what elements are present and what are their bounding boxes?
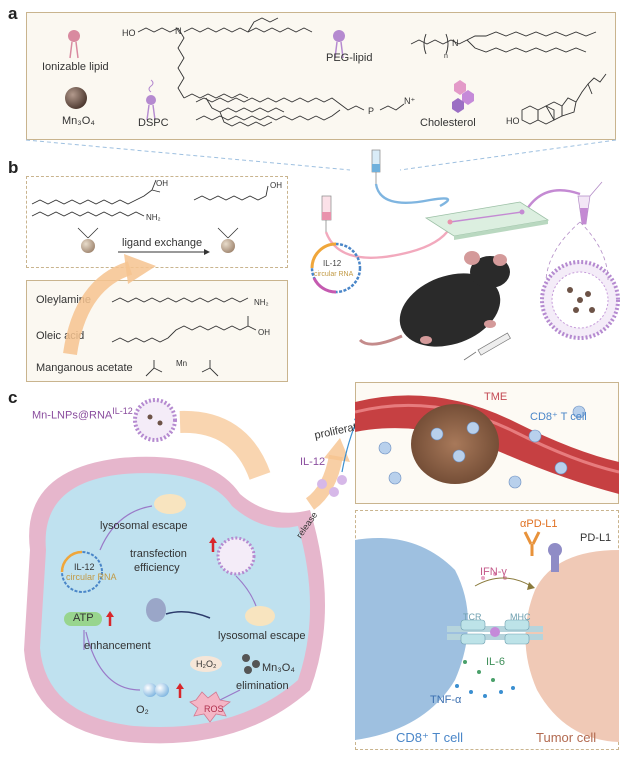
cholesterol-label: Cholesterol [420,117,476,129]
anti-pd-l1-antibody-icon [523,531,541,556]
cd8-tme-label: CD8⁺ T cell [530,411,587,423]
dspc-icon [146,79,156,121]
lnp-large-icon [540,260,620,340]
oh-top: OH [156,179,168,188]
panel-b-orange-arrow [63,254,156,356]
ros-label: ROS [204,704,224,714]
atp-label: ATP [73,612,94,624]
tcr-receptor [460,619,486,645]
pd-l1-receptor-icon [548,543,562,572]
mhc-molecule [504,619,530,645]
mn-lnps-superscript: IL-12 [112,406,133,416]
microfluidic-setup: IL-12 circular RNA [310,149,620,361]
lysosomal-escape-1-label: lysosomal escape [100,520,188,532]
mn-nanoparticle-before [81,239,95,253]
mn-lnps-label: Mn-LNPs@RNAIL-12 [32,406,133,422]
panel-a-label: a [8,4,18,23]
mn3o4-c-label: Mn₃O₄ [262,662,295,674]
nh2-oleylamine: NH₂ [254,298,269,307]
circular-rna-label: circular RNA [314,271,354,278]
lysosomal-escape-2-label: lysosomal escape [218,630,306,642]
oh-oleic: OH [258,328,270,337]
elimination-label: elimination [236,680,289,692]
panel-b-ligand-graphics: OH NH₂ OH [31,179,282,255]
cd8-t-cell-label: CD8⁺ T cell [396,730,464,745]
mhc-label: MHC [510,612,531,622]
tcr-label: TCR [463,612,482,622]
dspc-structure [195,97,405,121]
cholesterol-structure [521,73,607,125]
mn-lnps-text: Mn-LNPs@RNA [32,409,113,422]
n-atom-ionizable: N [175,26,182,36]
il12-label: IL-12 [300,456,326,468]
cell-illustration [24,410,350,744]
peg-repeat-n: n [444,53,448,60]
o2-label: O₂ [136,704,149,716]
lnp-cytoplasm-icon [216,536,256,576]
mn-nanoparticle-after [221,239,235,253]
cytoplasm-circular-rna-icon [60,550,103,593]
peg-lipid-icon [333,30,345,59]
tme-graphics [355,395,619,494]
p-atom: P [368,106,374,116]
oh-peg: OH [270,181,282,190]
panel-c-label: c [8,388,18,407]
il12-release-graphic [317,412,360,497]
peg-lipid-structure [410,31,597,55]
atp-badge [64,612,102,626]
mouse-illustration [358,251,510,347]
microfluidic-chip [424,201,550,240]
syringe-top-icon [371,149,381,184]
ifn-g-label: IFN-γ [480,566,507,578]
panel-b-precursor-graphics: NH₂ OH Mn [111,297,270,377]
ho-cholesterol: HO [506,116,520,126]
tnf-a-label: TNF-α [430,694,462,706]
oleylamine-label: Oleylamine [36,294,92,306]
mn3o4-sphere-icon [65,87,87,109]
ros-burst-icon [189,691,231,723]
ligand-exchange-label: ligand exchange [122,237,203,249]
injection-syringe-icon [463,332,511,361]
n-atom-peg: N [452,38,459,48]
n-plus-atom: N⁺ [404,96,415,106]
collection-tube-icon [577,181,603,225]
immune-synapse-graphics [355,531,619,742]
ionizable-lipid-structure [137,17,313,127]
efficiency-label: efficiency [134,562,180,574]
panel-b-label: b [8,158,19,177]
mn3o4-label: Mn₃O₄ [62,115,95,127]
h2o2-label: H₂O₂ [196,659,217,669]
ionizable-lipid-label: Ionizable lipid [42,61,109,73]
enhancement-label: enhancement [84,640,151,652]
il6-label: IL-6 [486,656,505,668]
tumor-mass [411,404,499,484]
pd-l1-label: PD-L1 [580,532,612,544]
syringe-left-icon [321,195,332,232]
tme-label: TME [484,391,508,403]
manganous-acetate-label: Manganous acetate [36,362,133,374]
il12-circular-rna-icon [310,242,362,294]
cholesterol-icon [452,80,474,113]
panel-a-connectors [25,139,617,171]
peg-lipid-label: PEG-lipid [326,52,373,64]
panel-a-graphics: HO N N n P N⁺ [65,17,607,127]
il12-circular-label: IL-12 [74,562,95,572]
tumor-cell-body [525,550,619,742]
nh2-top: NH₂ [146,213,161,222]
ionizable-lipid-icon [68,30,80,59]
apd-l1-label: αPD-L1 [520,518,558,530]
mn-atom: Mn [176,359,187,368]
dspc-label: DSPC [138,117,169,129]
mn-lnp-top-icon [133,398,177,442]
circular-rna-c-label: circular RNA [66,572,117,582]
ho-label: HO [122,28,136,38]
il12-rna-label: IL-12 [323,259,342,268]
transfection-label: transfection [130,548,187,560]
cd8-t-cell-body [355,538,468,740]
tumor-cell-label: Tumor cell [536,730,597,745]
